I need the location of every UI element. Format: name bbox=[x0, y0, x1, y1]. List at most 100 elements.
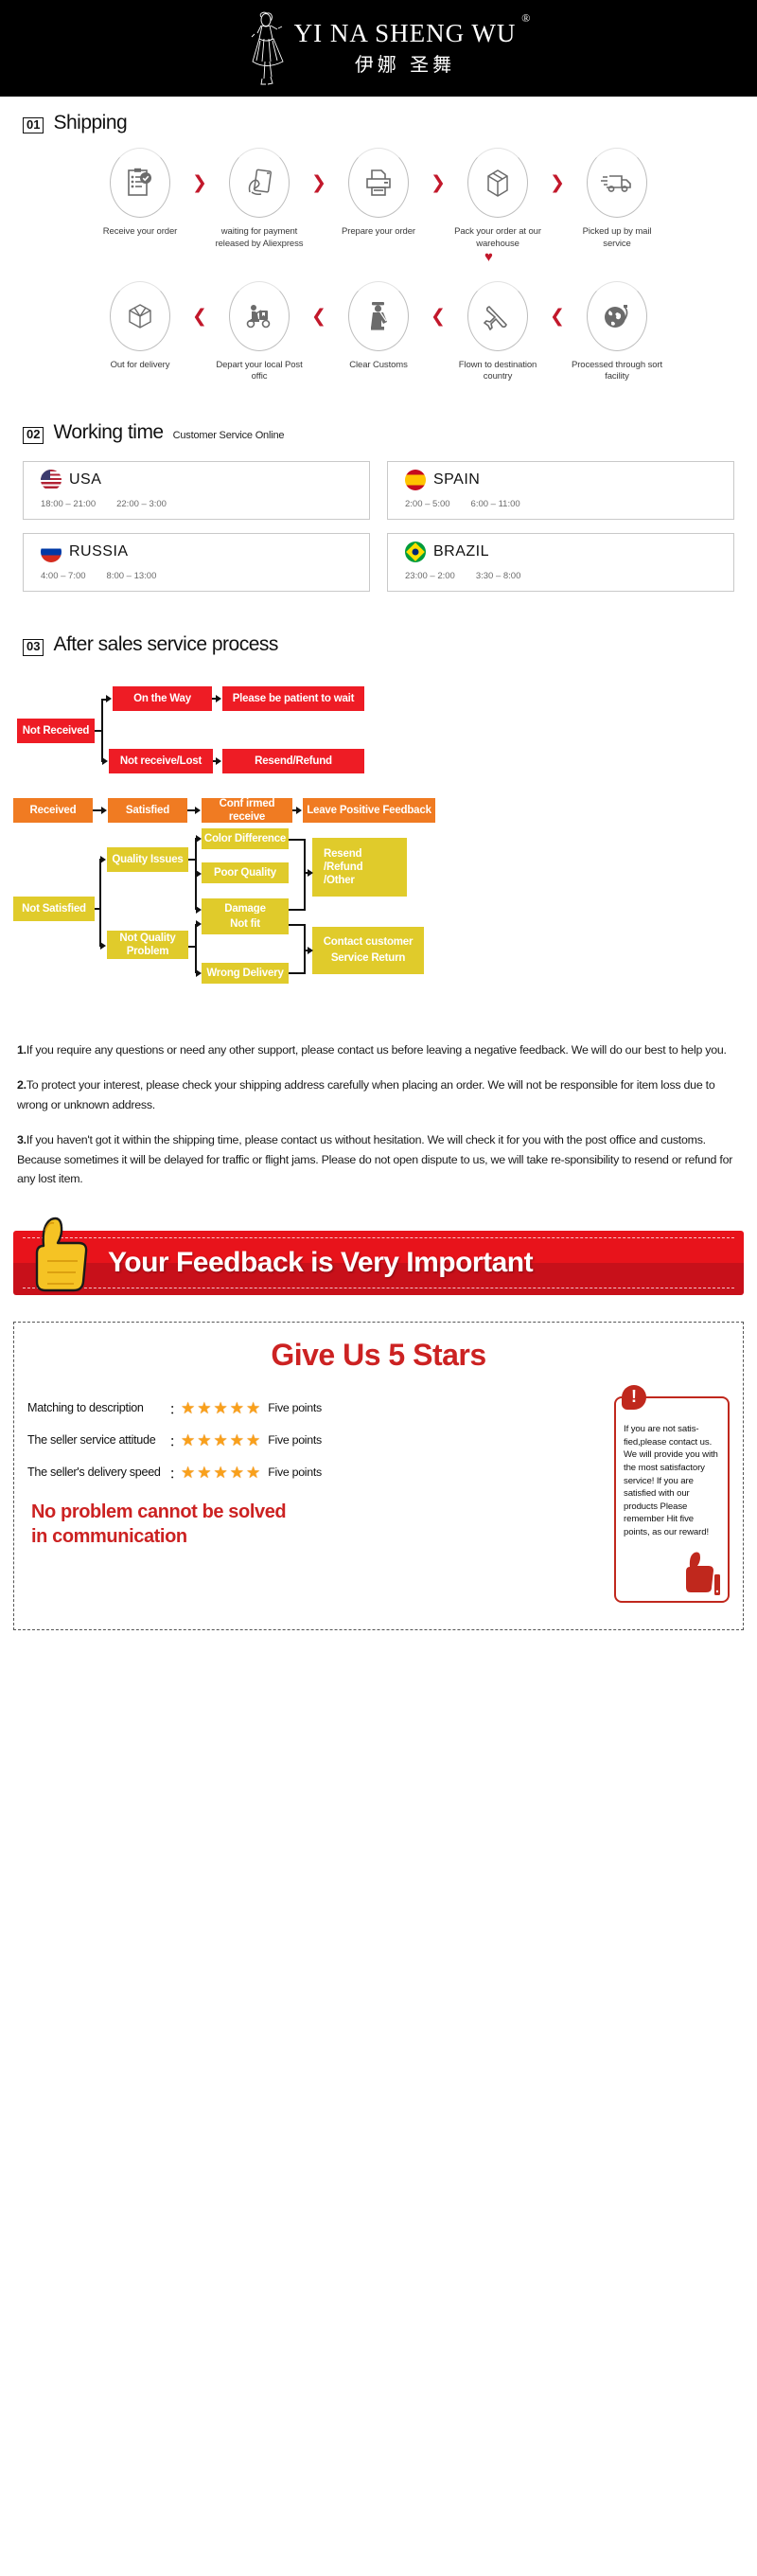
rating-points: Five points bbox=[268, 1433, 322, 1448]
notice-text: If you are not satis-fied,please contact… bbox=[624, 1424, 718, 1538]
notice-card: ! If you are not satis-fied,please conta… bbox=[614, 1385, 730, 1604]
star-icon[interactable]: ★ bbox=[246, 1463, 261, 1482]
airplane-icon bbox=[483, 305, 507, 330]
flow-box-satisfied: Satisfied bbox=[108, 798, 187, 824]
step-label: Receive your order bbox=[102, 226, 178, 237]
note-text: If you haven't got it within the shippin… bbox=[17, 1132, 733, 1186]
note-item: 1.If you require any questions or need a… bbox=[17, 1040, 740, 1060]
step-label: Picked up by mail service bbox=[582, 226, 652, 249]
logo: YI NA SHENG WU® 伊娜 圣舞 bbox=[241, 11, 532, 85]
shipping-step: waiting for payment released by Aliexpre… bbox=[209, 148, 309, 251]
give-stars-title: Give Us 5 Stars bbox=[271, 1338, 486, 1373]
brand-header: YI NA SHENG WU® 伊娜 圣舞 bbox=[0, 0, 757, 97]
flow-box-resend-refund-other: Resend /Refund /Other bbox=[312, 838, 407, 897]
flow-arrow bbox=[101, 807, 107, 815]
star-icon[interactable]: ★ bbox=[197, 1430, 212, 1449]
working-time-section: 02 Working time Customer Service Online … bbox=[0, 383, 757, 593]
star-icon[interactable]: ★ bbox=[213, 1430, 228, 1449]
working-time-card: BRAZIL 23:00 – 2:00 3:30 – 8:00 bbox=[387, 533, 734, 593]
section-title: After sales service process bbox=[53, 633, 278, 656]
shipping-step: Clear Customs bbox=[328, 280, 429, 372]
rating-points: Five points bbox=[268, 1401, 322, 1415]
shipping-step: Flown to destination country bbox=[448, 280, 548, 384]
star-icon[interactable]: ★ bbox=[197, 1463, 212, 1482]
feedback-banner: Your Feedback is Very Important bbox=[13, 1214, 744, 1301]
flow-line bbox=[213, 760, 218, 762]
section-number: 02 bbox=[23, 427, 44, 444]
shipping-heading: 01 Shipping bbox=[0, 112, 757, 134]
printer-icon bbox=[366, 169, 391, 196]
flow-box-on-the-way: On the Way bbox=[113, 686, 212, 712]
working-time-heading: 02 Working time Customer Service Online bbox=[0, 421, 757, 444]
colon: ： bbox=[169, 1466, 182, 1481]
star-icon[interactable]: ★ bbox=[197, 1398, 212, 1417]
exclamation-icon: ! bbox=[622, 1385, 646, 1411]
flow-box-received: Received bbox=[13, 798, 93, 824]
notes-section: 1.If you require any questions or need a… bbox=[0, 1014, 757, 1189]
country-name: SPAIN bbox=[433, 471, 481, 489]
flow-box-not-satisfied: Not Satisfied bbox=[13, 897, 95, 922]
card-header: SPAIN bbox=[405, 470, 733, 491]
star-icon[interactable]: ★ bbox=[229, 1430, 244, 1449]
star-icon[interactable]: ★ bbox=[229, 1463, 244, 1482]
flow-line bbox=[292, 809, 298, 811]
box-icon bbox=[487, 169, 508, 197]
time-slot: 3:30 – 8:00 bbox=[475, 571, 521, 582]
customs-officer-icon bbox=[371, 301, 387, 330]
step-ring bbox=[110, 280, 170, 351]
flow-box-leave-positive-feedback: Leave Positive Feedback bbox=[303, 798, 435, 824]
flow-arrow bbox=[196, 870, 202, 879]
brand-name-cn: 伊娜 圣舞 bbox=[354, 52, 456, 76]
flow-box-not-received: Not Received bbox=[17, 719, 95, 744]
card-header: BRAZIL bbox=[405, 542, 733, 563]
step-ring bbox=[467, 280, 528, 351]
section-number: 03 bbox=[23, 639, 44, 656]
time-slot: 23:00 – 2:00 bbox=[405, 571, 455, 582]
shipping-steps-row-1: Receive your order ❯ waiting for payment… bbox=[0, 148, 757, 251]
spain-flag-icon bbox=[405, 470, 426, 491]
dancer-logo-icon bbox=[251, 11, 284, 85]
registered-mark: ® bbox=[521, 11, 532, 26]
flow-line bbox=[95, 730, 102, 732]
flow-arrow bbox=[308, 947, 313, 955]
star-rating[interactable]: ★ ★ ★ ★ ★ bbox=[181, 1432, 260, 1448]
forward-chevron-icon: ❯ bbox=[550, 172, 565, 193]
flow-arrow bbox=[100, 856, 106, 864]
heart-connector: ♥ bbox=[0, 249, 757, 268]
star-icon[interactable]: ★ bbox=[246, 1430, 261, 1449]
step-label: Prepare your order bbox=[342, 226, 415, 237]
country-name: BRAZIL bbox=[433, 543, 490, 560]
working-time-card: SPAIN 2:00 – 5:00 6:00 – 11:00 bbox=[387, 461, 734, 521]
step-label: waiting for payment released by Aliexpre… bbox=[215, 226, 304, 249]
flow-line bbox=[195, 924, 197, 974]
step-label: Clear Customs bbox=[349, 359, 408, 370]
flow-arrow bbox=[196, 835, 202, 844]
forward-chevron-icon: ❯ bbox=[192, 172, 207, 193]
flow-arrow bbox=[216, 757, 221, 766]
rating-points: Five points bbox=[268, 1466, 322, 1480]
star-icon[interactable]: ★ bbox=[181, 1430, 196, 1449]
shipping-step: Processed through sort facility bbox=[567, 280, 667, 384]
flow-arrow bbox=[296, 807, 302, 815]
rating-row: Matching to description ： ★ ★ ★ ★ ★ Five… bbox=[27, 1392, 743, 1424]
star-icon[interactable]: ★ bbox=[181, 1463, 196, 1482]
flow-arrow bbox=[106, 695, 112, 703]
flow-line bbox=[212, 698, 218, 700]
flow-arrow bbox=[195, 807, 201, 815]
time-slot: 2:00 – 5:00 bbox=[405, 499, 450, 510]
working-time-card: USA 18:00 – 21:00 22:00 – 3:00 bbox=[23, 461, 370, 521]
star-icon[interactable]: ★ bbox=[246, 1398, 261, 1417]
flow-box-not-fit: Not fit bbox=[202, 914, 289, 935]
star-rating[interactable]: ★ ★ ★ ★ ★ bbox=[181, 1400, 260, 1416]
rating-label: The seller service attitude bbox=[27, 1433, 156, 1448]
star-icon[interactable]: ★ bbox=[213, 1398, 228, 1417]
banner-text: Your Feedback is Very Important bbox=[108, 1247, 534, 1279]
brand-name-en: YI NA SHENG WU® bbox=[293, 11, 532, 48]
flow-arrow bbox=[102, 757, 108, 766]
star-icon[interactable]: ★ bbox=[229, 1398, 244, 1417]
scooter-courier-icon bbox=[246, 304, 271, 328]
star-icon[interactable]: ★ bbox=[181, 1398, 196, 1417]
star-rating[interactable]: ★ ★ ★ ★ ★ bbox=[181, 1465, 260, 1481]
time-slot: 22:00 – 3:00 bbox=[116, 499, 167, 510]
star-icon[interactable]: ★ bbox=[213, 1463, 228, 1482]
